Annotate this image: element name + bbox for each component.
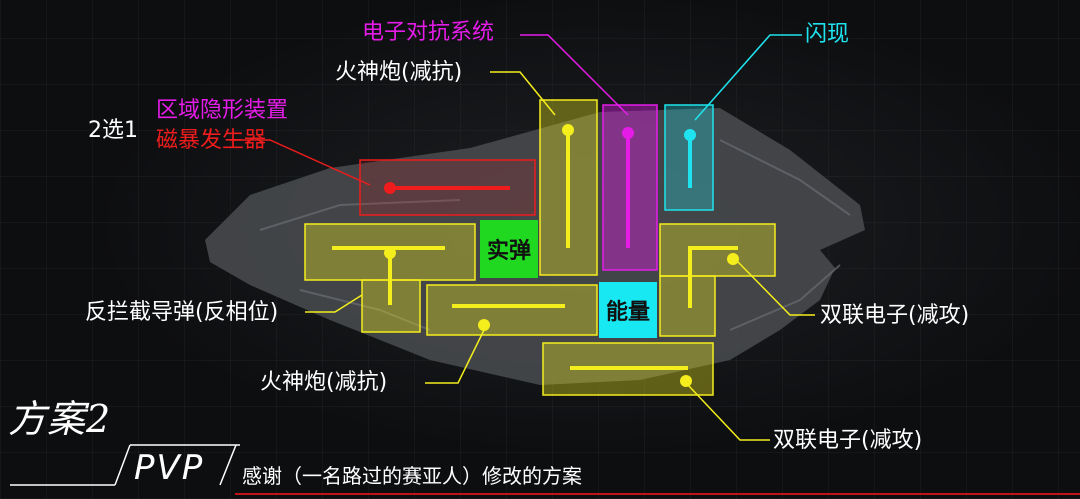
slot-blink[interactable] [664, 104, 714, 211]
slot-missile[interactable] [304, 223, 476, 333]
label-missile: 反拦截导弹(反相位) [85, 300, 279, 325]
label-blink: 闪现 [805, 22, 850, 47]
leader-twin-right [737, 261, 815, 316]
slot-electronic[interactable] [602, 104, 658, 271]
leader-missile [305, 294, 363, 313]
slot-fire-top[interactable] [539, 99, 598, 276]
label-magnetic: 磁暴发生器 [156, 128, 267, 153]
leader-fire-top [490, 71, 556, 116]
leader-red [230, 139, 371, 186]
slot-twin-right[interactable] [659, 223, 776, 337]
footer-decoration [10, 444, 1080, 495]
tag-kinetic: 实弹 [480, 220, 538, 278]
label-twin-right: 双联电子(减攻) [820, 303, 970, 328]
tag-energy: 能量 [599, 282, 657, 338]
leader-fire-bottom [425, 329, 485, 384]
label-electronic: 电子对抗系统 [362, 20, 495, 45]
credit-text: 感谢（一名路过的赛亚人）修改的方案 [242, 464, 582, 488]
slot-twin-bottom[interactable] [542, 342, 714, 396]
leader-electronic [520, 34, 629, 116]
label-fire-bottom: 火神炮(减抗) [260, 370, 388, 395]
tag-kinetic-label: 实弹 [486, 239, 531, 264]
tag-energy-label: 能量 [605, 300, 650, 325]
label-choose-two: 2选1 [88, 118, 138, 143]
leader-twin-bottom [687, 384, 770, 441]
leader-blink [694, 34, 802, 121]
label-fire-top: 火神炮(减抗) [335, 60, 463, 85]
slot-red[interactable] [359, 159, 536, 216]
ship-details [259, 139, 851, 331]
plan-title: 方案2 [8, 397, 112, 441]
label-stealth: 区域隐形装置 [156, 98, 289, 123]
slot-fire-bottom[interactable] [426, 284, 598, 336]
mode-label: PVP [134, 448, 205, 488]
label-twin-bottom: 双联电子(减攻) [773, 428, 923, 453]
